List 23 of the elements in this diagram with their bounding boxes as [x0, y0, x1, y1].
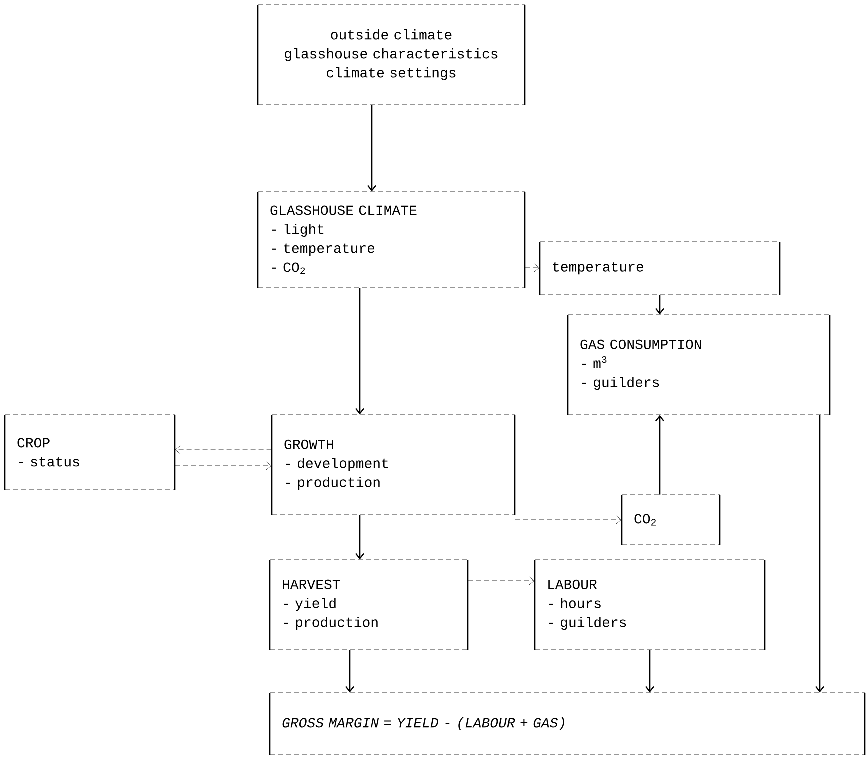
process-box: HARVEST - yield - production — [269, 559, 469, 651]
process-box: GLASSHOUSE CLIMATE - light - temperature - CO$_{2}$ — [257, 191, 526, 289]
arrow — [515, 516, 622, 524]
process-box: GROWTH - development - production — [271, 414, 516, 516]
process-box: GROSS MARGIN = YIELD - (LABOUR + GAS) — [269, 692, 866, 756]
process-box: temperature — [539, 241, 781, 296]
arrow — [656, 295, 665, 315]
process-box: LABOUR - hours - guilders — [534, 559, 766, 651]
arrow — [346, 650, 355, 693]
arrow — [356, 288, 365, 415]
arrow — [175, 462, 272, 470]
arrow — [468, 576, 535, 586]
arrow — [175, 446, 272, 454]
arrow — [656, 415, 665, 495]
process-box: outside climate glasshouse characteristics climate settings — [257, 4, 526, 106]
process-box: CROP - status — [4, 414, 176, 491]
arrow — [525, 264, 540, 272]
arrow — [356, 515, 365, 560]
arrow — [816, 415, 825, 693]
process-box: GAS CONSUMPTION - m$^{3}$ - guilders — [567, 314, 831, 416]
process-box: CO$_{2}$ — [621, 494, 721, 546]
arrow — [368, 105, 377, 192]
arrow — [646, 650, 655, 693]
